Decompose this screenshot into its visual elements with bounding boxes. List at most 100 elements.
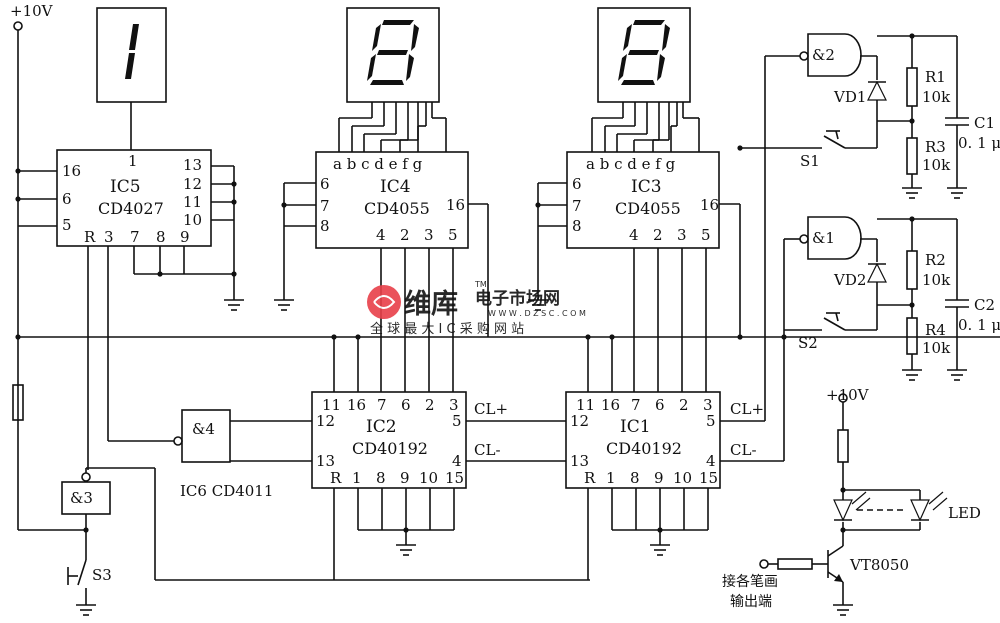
ic5-pin-3: 3 bbox=[104, 228, 114, 246]
gate-and-4: &4 IC6 CD4011 bbox=[173, 409, 273, 500]
ic3-pin-3: 3 bbox=[677, 226, 687, 244]
ic2-pin-7: 7 bbox=[377, 396, 387, 414]
ic6-label: IC6 CD4011 bbox=[180, 482, 273, 500]
ic4-pin-4: 4 bbox=[376, 226, 386, 244]
input-label-line1: 接各笔画 bbox=[722, 573, 778, 590]
ic1-pin-13: 13 bbox=[570, 452, 589, 470]
ic1-pin-r: R bbox=[584, 469, 596, 487]
ic4-pin-6: 6 bbox=[320, 175, 330, 193]
ic1-pin-12: 12 bbox=[570, 412, 589, 430]
gate-3-label: &3 bbox=[70, 489, 93, 507]
ic3-pin-16: 16 bbox=[700, 196, 719, 214]
watermark-tm: TM bbox=[474, 280, 487, 289]
transistor-arrow bbox=[834, 574, 843, 582]
display-ic3-digit bbox=[597, 7, 691, 103]
ic2-pin-2: 2 bbox=[425, 396, 435, 414]
led-symbol bbox=[833, 491, 948, 522]
ic1-pin-15: 15 bbox=[699, 469, 718, 487]
r2-value: 10k bbox=[922, 271, 951, 289]
ic3-name: IC3 bbox=[631, 177, 662, 197]
ic5-pin-6: 6 bbox=[62, 190, 72, 208]
ic2-pin-12: 12 bbox=[316, 412, 335, 430]
ic2-cd40192: 11 16 7 6 2 3 12 5 13 4 R 1 8 9 10 15 IC… bbox=[311, 391, 467, 489]
ic2-pin-15: 15 bbox=[445, 469, 464, 487]
display-ic5-digit bbox=[96, 7, 167, 103]
c1-value: 0. 1 μ bbox=[958, 134, 1000, 152]
ic1-cl-plus-label: CL+ bbox=[730, 400, 764, 418]
display-ic4-digit bbox=[346, 7, 440, 103]
ic1-pin-6: 6 bbox=[655, 396, 665, 414]
ic3-pin-8: 8 bbox=[572, 217, 582, 235]
ic2-pin-16: 16 bbox=[347, 396, 366, 414]
ic1-pin-11: 11 bbox=[576, 396, 595, 414]
ic3-part: CD4055 bbox=[615, 199, 681, 218]
ic4-pin-2: 2 bbox=[400, 226, 410, 244]
diode-vd2 bbox=[867, 262, 887, 283]
ic5-pin-r: R bbox=[84, 228, 96, 246]
ic4-pin-5: 5 bbox=[448, 226, 458, 244]
ic4-segment-pins: a b c d e f g bbox=[333, 155, 423, 173]
ic5-name: IC5 bbox=[110, 177, 141, 197]
ic4-pin-7: 7 bbox=[320, 197, 330, 215]
ic2-cl-plus-label: CL+ bbox=[474, 400, 508, 418]
gate-4-label: &4 bbox=[192, 420, 215, 438]
s1-label: S1 bbox=[800, 152, 820, 170]
ic2-pin-13: 13 bbox=[316, 452, 335, 470]
watermark-url: W W W . D Z S C . C O M bbox=[488, 309, 586, 318]
r3-label: R3 bbox=[925, 138, 946, 156]
ic5-pin-8: 8 bbox=[156, 228, 166, 246]
ic4-part: CD4055 bbox=[364, 199, 430, 218]
ic5-pin-11: 11 bbox=[183, 193, 202, 211]
gate-and-2: &2 bbox=[799, 33, 862, 77]
supply-label-top: +10V bbox=[10, 2, 54, 20]
gate-1-label: &1 bbox=[812, 229, 835, 247]
ic2-pin-3: 3 bbox=[449, 396, 459, 414]
vd2-label: VD2 bbox=[833, 271, 866, 289]
ic2-part: CD40192 bbox=[352, 439, 428, 458]
ic2-name: IC2 bbox=[366, 417, 397, 437]
ic1-cd40192: 11 16 7 6 2 3 12 5 13 4 R 1 8 9 10 15 IC… bbox=[565, 391, 721, 489]
r1-value: 10k bbox=[922, 88, 951, 106]
ic3-pin-6: 6 bbox=[572, 175, 582, 193]
ic3-pin-2: 2 bbox=[653, 226, 663, 244]
gate-and-3: &3 bbox=[61, 472, 111, 515]
ic2-pin-5: 5 bbox=[452, 412, 462, 430]
r1-label: R1 bbox=[925, 68, 946, 86]
watermark-tagline: 电子市场网 bbox=[475, 288, 560, 309]
ic3-pin-5: 5 bbox=[701, 226, 711, 244]
ic1-pin-8: 8 bbox=[630, 469, 640, 487]
ic3-pin-4: 4 bbox=[629, 226, 639, 244]
r4-value: 10k bbox=[922, 339, 951, 357]
ic1-pin-10: 10 bbox=[673, 469, 692, 487]
supply-label-led: +10V bbox=[826, 386, 870, 404]
ic1-pin-9: 9 bbox=[654, 469, 664, 487]
transistor-label: VT8050 bbox=[849, 556, 909, 574]
ic5-pin-7: 7 bbox=[130, 228, 140, 246]
ic2-cl-minus-label: CL- bbox=[474, 441, 501, 459]
gate-and-1: &1 bbox=[799, 216, 862, 260]
ic1-pin-7: 7 bbox=[631, 396, 641, 414]
ic1-pin-4: 4 bbox=[706, 452, 716, 470]
ic4-cd4055: a b c d e f g 6 7 8 16 4 2 3 5 IC4 CD405… bbox=[315, 151, 469, 249]
ic5-pin-10: 10 bbox=[183, 211, 202, 229]
ic5-pin-13: 13 bbox=[183, 156, 202, 174]
ic1-pin-5: 5 bbox=[706, 412, 716, 430]
vd1-label: VD1 bbox=[833, 88, 866, 106]
watermark-brand: 维库 bbox=[404, 289, 458, 320]
ground-symbols bbox=[76, 187, 967, 616]
led-label: LED bbox=[948, 504, 981, 522]
ic1-pin-2: 2 bbox=[679, 396, 689, 414]
ic1-name: IC1 bbox=[620, 417, 651, 437]
ic1-pin-16: 16 bbox=[601, 396, 620, 414]
ic1-pin-1: 1 bbox=[606, 469, 616, 487]
r3-value: 10k bbox=[922, 156, 951, 174]
ic1-pin-3: 3 bbox=[703, 396, 713, 414]
wires bbox=[12, 21, 1000, 605]
ic3-segment-pins: a b c d e f g bbox=[586, 155, 676, 173]
gate-2-label: &2 bbox=[812, 46, 835, 64]
ic2-pin-10: 10 bbox=[419, 469, 438, 487]
c1-label: C1 bbox=[974, 114, 995, 132]
input-label-line2: 输出端 bbox=[730, 594, 772, 610]
ic2-pin-11: 11 bbox=[322, 396, 341, 414]
